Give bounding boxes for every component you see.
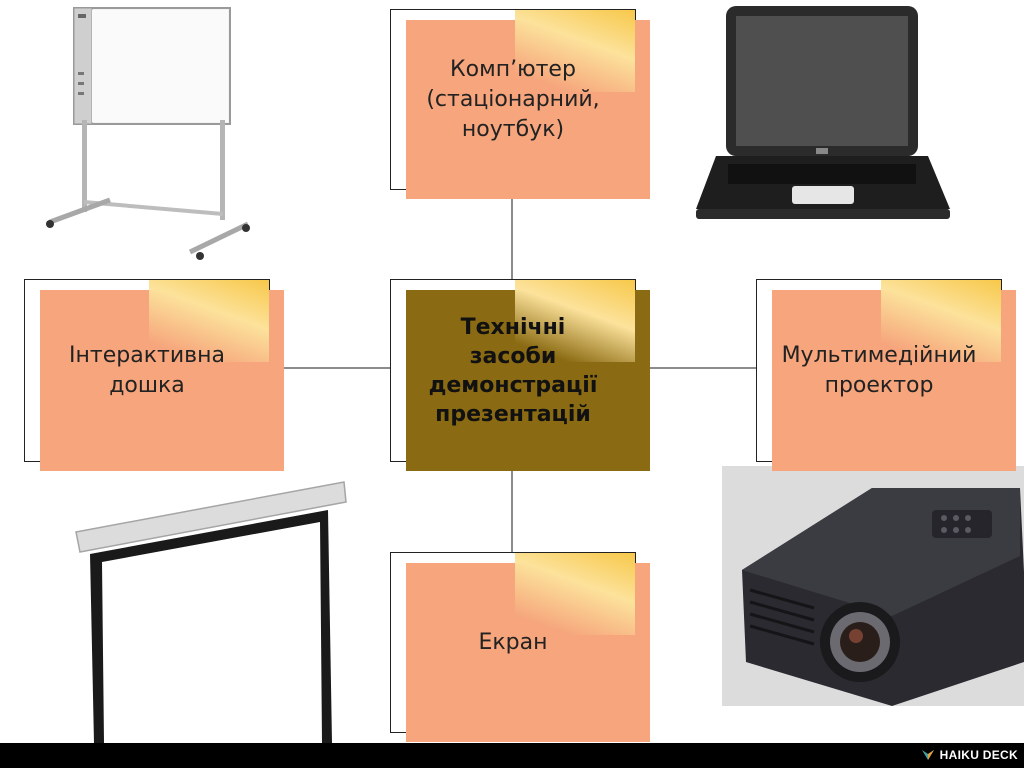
- left-node-label: Інтерактивна дошка: [69, 342, 225, 398]
- bottom-node-screen: Екран: [390, 552, 650, 742]
- whiteboard-icon: [46, 7, 250, 260]
- brand-name: HAIKU DECK: [939, 748, 1018, 762]
- projector-icon: [722, 466, 1024, 706]
- connector-right: [636, 367, 756, 369]
- connector-top: [511, 190, 513, 280]
- laptop-icon: [696, 6, 950, 219]
- haiku-deck-leaf-icon: [921, 750, 934, 760]
- connector-left: [270, 367, 390, 369]
- center-node-label: Технічні засоби демонстрації презентацій: [428, 314, 598, 427]
- connector-bottom: [511, 462, 513, 552]
- left-node-interactive-board: Інтерактивна дошка: [24, 279, 284, 471]
- footer-bar: HAIKU DECK: [0, 743, 1024, 768]
- projection-screen-icon: [75, 481, 347, 743]
- brand-logo: HAIKU DECK: [921, 748, 1018, 762]
- right-node-label: Мультимедійний проектор: [781, 342, 977, 398]
- top-node-computer: Комп’ютер (стаціонарний, ноутбук): [390, 9, 650, 199]
- bottom-node-label: Екран: [478, 629, 548, 655]
- center-node: Технічні засоби демонстрації презентацій: [390, 279, 650, 471]
- top-node-label: Комп’ютер (стаціонарний, ноутбук): [426, 56, 600, 142]
- right-node-projector: Мультимедійний проектор: [756, 279, 1016, 471]
